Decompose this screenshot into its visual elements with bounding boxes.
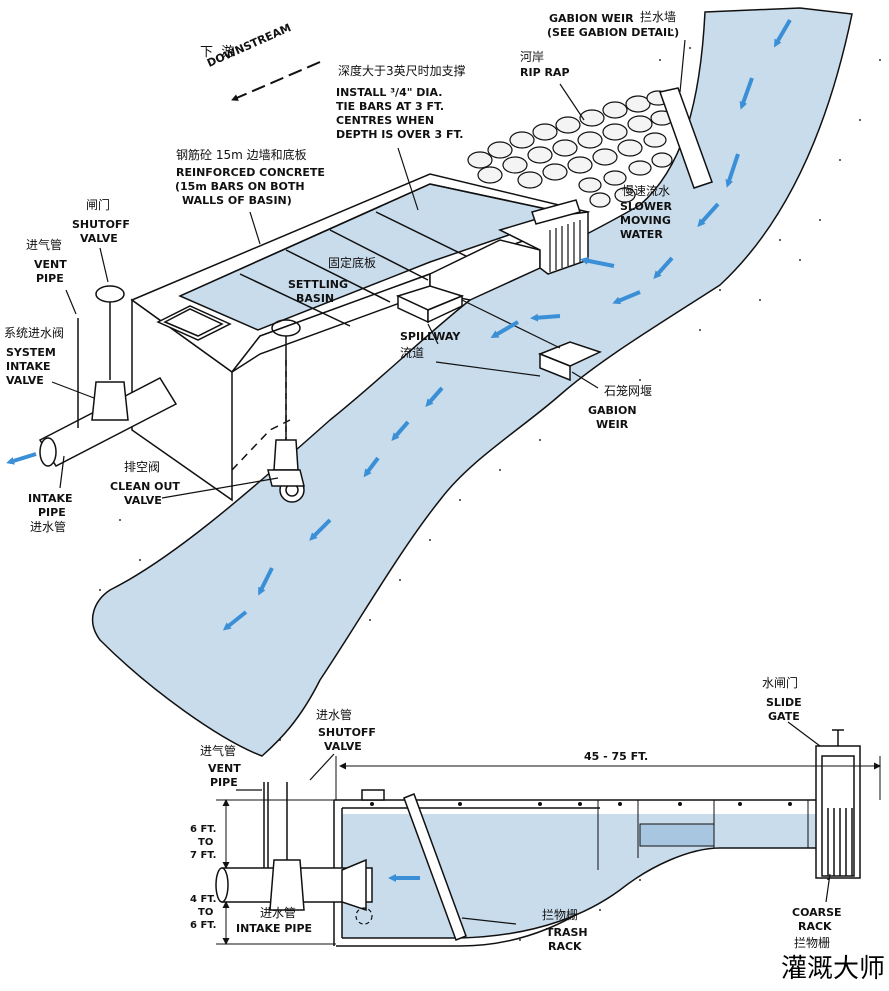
cleanout-cn: 排空阀: [124, 460, 161, 474]
section-intake-valve: [215, 782, 373, 912]
shutoff-en-1: SHUTOFF: [72, 218, 130, 231]
reinforced-cn: 钢筋砼 15m 边墙和底板: [176, 148, 307, 162]
settling-en-1: SETTLING: [288, 278, 349, 291]
section-trash-rack: [361, 789, 467, 941]
watermark: 灌溉大师: [780, 954, 885, 984]
gabion-en-1: GABION: [588, 404, 637, 417]
settling-en-2: BASIN: [296, 292, 335, 305]
vent-en-2: PIPE: [36, 272, 64, 285]
slide-gate-en-1: SLIDE: [766, 696, 802, 709]
tie-bars-en-3: CENTRES WHEN: [336, 114, 435, 127]
fixed-floor-cn: 固定底板: [328, 256, 377, 270]
dim-upper-3: 7 FT.: [190, 850, 217, 861]
slide-gate-en-2: GATE: [768, 710, 800, 723]
tie-bars-en-1: INSTALL ³/4" DIA.: [336, 86, 443, 99]
section-vent-en-2: PIPE: [210, 776, 238, 789]
system-intake-en-3: VALVE: [6, 374, 44, 387]
river-bank-stipple: [99, 19, 881, 741]
cleanout-en-1: CLEAN OUT: [110, 480, 180, 493]
section-shutoff-en-2: VALVE: [324, 740, 362, 753]
spillway-cn: 流道: [400, 346, 425, 360]
section-shutoff-en-1: SHUTOFF: [318, 726, 376, 739]
section-intake-pipe-en: INTAKE PIPE: [236, 922, 313, 935]
system-intake-cn: 系统进水阀: [4, 326, 65, 340]
reinforced-en-3: WALLS OF BASIN): [182, 194, 292, 207]
cleanout-en-2: VALVE: [124, 494, 162, 507]
tie-bars-en-2: TIE BARS AT 3 FT.: [336, 100, 445, 113]
dim-lower-1: 4 FT.: [190, 894, 217, 905]
intake-pipe-en-1: INTAKE: [28, 492, 73, 505]
tie-bars-cn: 深度大于3英尺时加支撑: [338, 64, 466, 78]
section-intake-top-cn: 进水管: [316, 708, 353, 722]
gabion-weir-wall: [659, 87, 713, 189]
downstream-arrow: [231, 61, 321, 101]
section-intake-pipe-cn: 进水管: [260, 906, 297, 920]
see-gabion-detail: (SEE GABION DETAIL): [547, 26, 680, 39]
dim-lower-3: 6 FT.: [190, 920, 217, 931]
section-dimensions: [216, 756, 881, 945]
downstream-cn-label: 下 游: [200, 45, 235, 60]
dim-upper-1: 6 FT.: [190, 824, 217, 835]
rip-rap-rocks: [467, 90, 674, 208]
settling-basin-structure: [130, 173, 603, 502]
trash-rack-cn: 拦物栅: [542, 908, 579, 922]
shutoff-en-2: VALVE: [80, 232, 118, 245]
intake-valve-assembly: [38, 285, 178, 467]
tie-bars-en-4: DEPTH IS OVER 3 FT.: [336, 128, 464, 141]
rip-rap-en: RIP RAP: [520, 66, 570, 79]
coarse-rack-en-1: COARSE: [792, 906, 842, 919]
coarse-rack-cn: 拦物栅: [794, 936, 831, 950]
dim-upper-2: TO: [198, 837, 214, 848]
slide-gate-cn: 水闸门: [762, 676, 799, 690]
reinforced-en-2: (15m BARS ON BOTH: [175, 180, 305, 193]
section-vent-cn: 进气管: [200, 744, 237, 758]
intake-pipe-en-2: PIPE: [38, 506, 66, 519]
flow-arrows: [6, 18, 792, 631]
vent-en-1: VENT: [34, 258, 67, 271]
system-intake-en-1: SYSTEM: [6, 346, 56, 359]
gabion-weir-top-cn: 拦水墙: [640, 10, 677, 24]
section-length-dim: 45 - 75 FT.: [584, 750, 649, 763]
intake-pipe-cn: 进水管: [30, 520, 67, 534]
gabion-en-2: WEIR: [596, 418, 629, 431]
spillway-en: SPILLWAY: [400, 330, 461, 343]
slower-cn: 慢速流水: [622, 184, 671, 198]
leader-lines-section: [236, 721, 831, 925]
section-basin: [333, 799, 828, 946]
trash-rack-en-2: RACK: [548, 940, 582, 953]
section-sediment: [639, 823, 715, 847]
section-rivets: [370, 802, 792, 806]
gabion-weir-top-en: GABION WEIR: [549, 12, 634, 25]
leader-lines-top: [51, 39, 686, 499]
section-slide-gate: [815, 729, 861, 879]
section-swirl: [355, 907, 373, 925]
slower-en-2: MOVING: [620, 214, 671, 227]
clean-out-valve: [267, 319, 305, 503]
gabion-cn: 石笼网堰: [604, 384, 653, 398]
coarse-rack-en-2: RACK: [798, 920, 832, 933]
slower-en-1: SLOWER: [620, 200, 673, 213]
section-vent-en-1: VENT: [208, 762, 241, 775]
reinforced-en-1: REINFORCED CONCRETE: [176, 166, 325, 179]
dim-lower-2: TO: [198, 907, 214, 918]
slower-en-3: WATER: [620, 228, 663, 241]
rip-rap-cn: 河岸: [520, 50, 545, 64]
trash-rack-en-1: TRASH: [546, 926, 588, 939]
system-intake-en-2: INTAKE: [6, 360, 51, 373]
shutoff-cn: 闸门: [86, 198, 111, 212]
vent-cn: 进气管: [26, 238, 63, 252]
